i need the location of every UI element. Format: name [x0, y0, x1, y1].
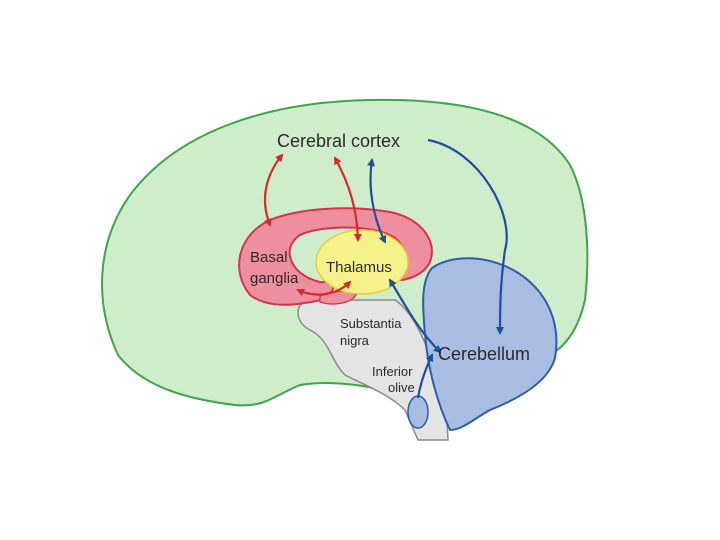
arrow-cortex-to-basal-ganglia [264, 153, 284, 227]
arrow-cortex-to-thalamus-blue [367, 158, 387, 244]
arrow-olive-to-cerebellum [416, 353, 434, 399]
thalamus-region [315, 229, 409, 295]
arrow-cortex-to-thalamus [334, 156, 362, 242]
label-substantia-nigra-line1: Substantia [340, 316, 402, 331]
label-basal-ganglia-line1: Basal [250, 249, 288, 266]
label-inferior-olive-line2: olive [388, 380, 415, 395]
label-substantia-nigra-line2: nigra [340, 333, 370, 348]
label-cerebellum: Cerebellum [438, 344, 530, 364]
inferior-olive-shape [407, 395, 429, 429]
label-inferior-olive-line1: Inferior [372, 364, 413, 379]
arrow-cortex-to-cerebellum [427, 138, 508, 335]
label-thalamus: Thalamus [326, 259, 392, 276]
arrow-thalamus-to-cerebellum [388, 278, 442, 354]
arrow-basal-to-thalamus [296, 280, 352, 297]
label-cerebral-cortex: Cerebral cortex [277, 131, 400, 151]
label-basal-ganglia-line2: ganglia [250, 270, 299, 287]
